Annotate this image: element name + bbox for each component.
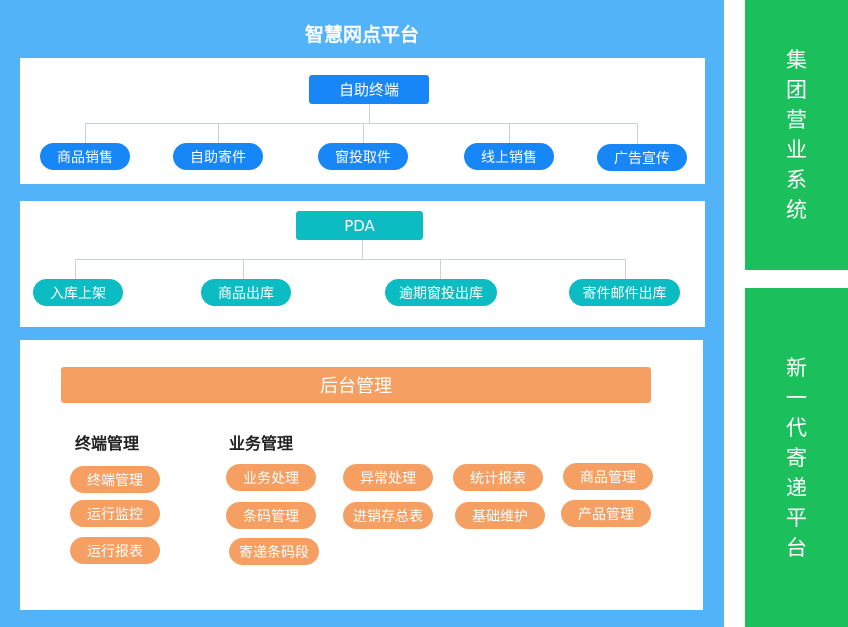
pda-child-node: 寄件邮件出库 bbox=[569, 279, 680, 306]
pda-child-node: 逾期窗投出库 bbox=[385, 279, 497, 306]
pda-child-node: 商品出库 bbox=[201, 279, 291, 306]
terminal-mgmt-item: 运行报表 bbox=[70, 537, 160, 564]
business-mgmt-item: 异常处理 bbox=[343, 464, 433, 491]
new-delivery-platform-label: 新一代寄递平台 bbox=[786, 355, 807, 560]
connector-line bbox=[369, 103, 370, 124]
connector-line bbox=[75, 259, 626, 260]
business-mgmt-item: 统计报表 bbox=[453, 464, 543, 491]
connector-line bbox=[362, 239, 363, 260]
connector-line bbox=[637, 123, 638, 144]
terminal-child-node: 窗投取件 bbox=[318, 143, 408, 170]
platform-title: 智慧网点平台 bbox=[304, 23, 419, 46]
business-mgmt-item: 进销存总表 bbox=[343, 502, 433, 529]
business-mgmt-item: 产品管理 bbox=[561, 500, 651, 527]
connector-line bbox=[625, 259, 626, 280]
terminal-child-node: 广告宣传 bbox=[597, 144, 687, 171]
connector-line bbox=[440, 259, 441, 280]
connector-line bbox=[363, 123, 364, 144]
group-business-system-panel: 集团营业系统 bbox=[745, 0, 848, 270]
connector-line bbox=[75, 259, 76, 280]
business-mgmt-item: 条码管理 bbox=[226, 502, 316, 529]
pda-root-node: PDA bbox=[296, 211, 423, 240]
connector-line bbox=[509, 123, 510, 144]
terminal-child-node: 线上销售 bbox=[464, 143, 554, 170]
business-mgmt-item: 业务处理 bbox=[226, 464, 316, 491]
new-delivery-platform-panel: 新一代寄递平台 bbox=[745, 288, 848, 627]
terminal-mgmt-heading: 终端管理 bbox=[75, 434, 140, 453]
terminal-root-node: 自助终端 bbox=[309, 75, 429, 104]
terminal-child-node: 商品销售 bbox=[40, 143, 130, 170]
business-mgmt-item: 商品管理 bbox=[563, 463, 653, 490]
connector-line bbox=[218, 123, 219, 144]
terminal-child-node: 自助寄件 bbox=[173, 143, 263, 170]
business-mgmt-heading: 业务管理 bbox=[229, 434, 294, 453]
connector-line bbox=[85, 123, 86, 144]
terminal-mgmt-item: 运行监控 bbox=[70, 500, 160, 527]
terminal-mgmt-item: 终端管理 bbox=[70, 466, 160, 493]
group-business-system-label: 集团营业系统 bbox=[786, 48, 807, 222]
business-mgmt-item: 基础维护 bbox=[455, 502, 545, 529]
backend-root-node: 后台管理 bbox=[61, 367, 651, 403]
business-mgmt-item: 寄递条码段 bbox=[229, 538, 319, 565]
connector-line bbox=[85, 123, 637, 124]
pda-child-node: 入库上架 bbox=[33, 279, 123, 306]
connector-line bbox=[243, 259, 244, 280]
